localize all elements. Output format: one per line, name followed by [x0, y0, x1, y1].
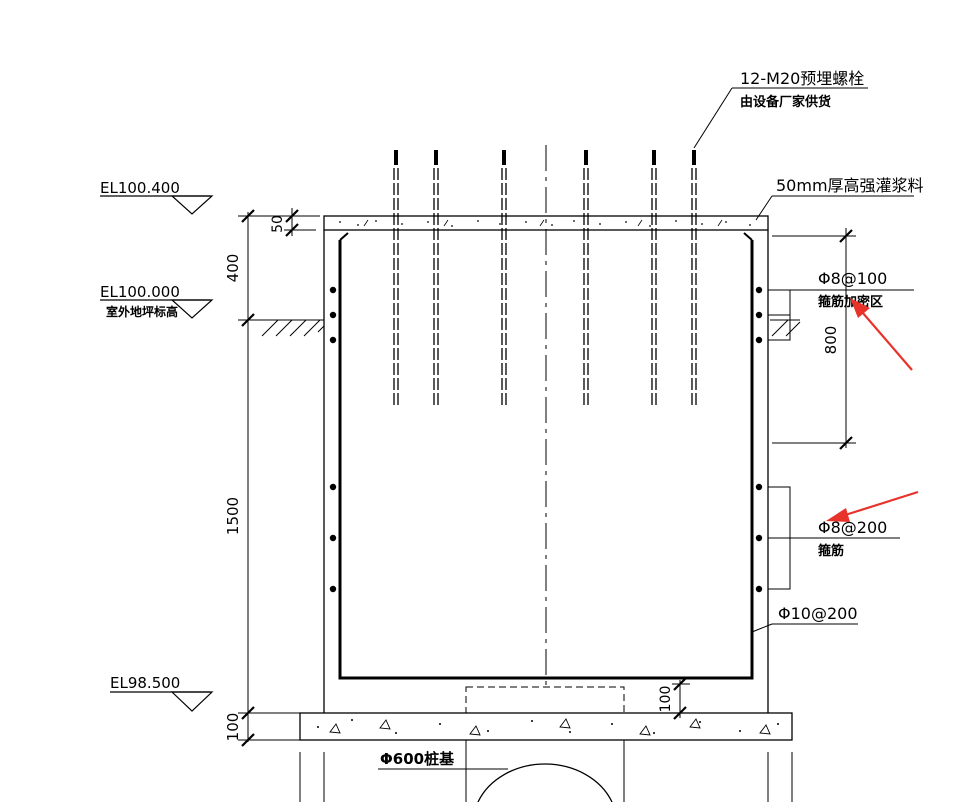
dimension-depth-label: 1500	[224, 497, 242, 535]
dimension-chain-left	[238, 209, 320, 747]
dimension-grout	[284, 208, 316, 237]
stirrup-bracket-dense	[768, 289, 791, 341]
anchor-bolt	[393, 150, 399, 408]
elevation-marker-top: EL100.400	[100, 179, 214, 215]
dimension-base-label: 100	[224, 713, 242, 742]
dimension-dense-zone	[772, 228, 856, 450]
pile-label: Φ600桩基	[380, 750, 455, 768]
dimension-dense-zone-label: 800	[822, 326, 840, 355]
rebar-dots-right	[755, 286, 763, 593]
elevation-ground-label: EL100.000	[100, 283, 180, 301]
callout-dense-stirrup: Φ8@100 箍筋加密区	[790, 269, 914, 310]
dimension-above-ground-label: 400	[224, 254, 242, 283]
anchor-bolt	[691, 150, 697, 408]
anchor-bolt	[651, 150, 657, 408]
callout-bolts: 12-M20预埋螺栓 由设备厂家供货	[693, 69, 868, 149]
callout-bolts-line2: 由设备厂家供货	[740, 94, 831, 110]
elevation-ground-note: 室外地坪标高	[106, 304, 178, 319]
callout-grout-label: 50mm厚高强灌浆料	[776, 176, 924, 195]
callout-stirrup: Φ8@200 箍筋	[790, 518, 900, 559]
elevation-marker-ground: EL100.000 室外地坪标高	[100, 283, 214, 319]
dimension-cover-label: 100	[658, 686, 674, 713]
callout-grout: 50mm厚高强灌浆料	[755, 176, 924, 221]
base-slab	[299, 712, 793, 741]
elevation-marker-bottom: EL98.500	[110, 674, 214, 712]
callout-stirrup-spec: Φ8@200	[818, 518, 887, 537]
callout-bolts-line1: 12-M20预埋螺栓	[740, 69, 864, 88]
callout-dense-stirrup-note: 箍筋加密区	[818, 294, 883, 310]
pile-foundation	[299, 686, 793, 802]
rebar-cage	[338, 232, 754, 680]
red-arrow-lower	[826, 490, 919, 522]
callout-main-bar-label: Φ10@200	[778, 604, 858, 623]
callout-dense-stirrup-spec: Φ8@100	[818, 269, 887, 288]
elevation-bottom-label: EL98.500	[110, 674, 180, 692]
dimension-cover	[672, 677, 690, 720]
red-arrow-upper	[850, 298, 913, 371]
anchor-bolt	[501, 150, 507, 408]
callout-stirrup-note: 箍筋	[818, 543, 844, 559]
callout-main-bar: Φ10@200	[751, 604, 858, 633]
ground-hatch	[252, 319, 801, 337]
elevation-top-label: EL100.400	[100, 179, 180, 197]
anchor-bolt	[433, 150, 439, 408]
stirrup-bracket-normal	[768, 486, 791, 590]
concrete-pier	[323, 230, 769, 713]
dimension-grout-label: 50	[270, 215, 286, 233]
anchor-bolt	[583, 150, 589, 408]
anchor-bolts	[393, 150, 697, 408]
rebar-dots-left	[329, 286, 337, 593]
